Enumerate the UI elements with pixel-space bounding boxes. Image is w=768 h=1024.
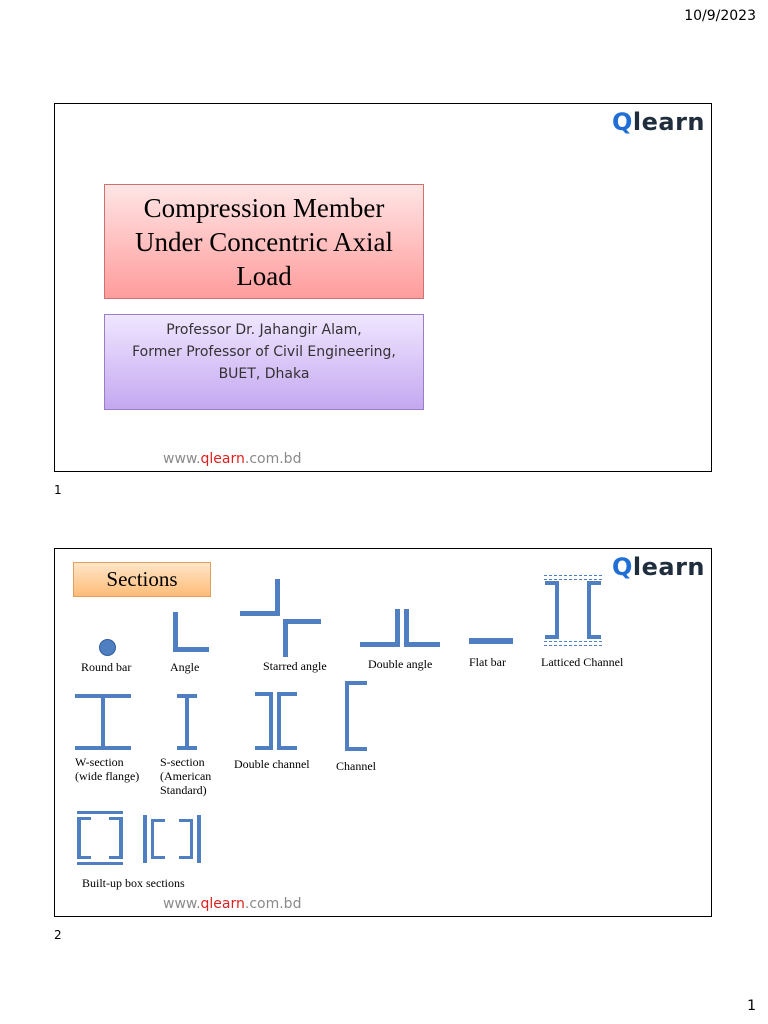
page-number: 1 bbox=[747, 998, 756, 1014]
angle-label: Angle bbox=[170, 660, 200, 674]
slide-number-2: 2 bbox=[54, 928, 62, 942]
qlearn-logo: Qlearn bbox=[611, 553, 705, 581]
author-box: Professor Dr. Jahangir Alam, Former Prof… bbox=[104, 314, 424, 410]
round-bar-label: Round bar bbox=[81, 660, 132, 674]
sections-heading: Sections bbox=[73, 562, 211, 597]
flat-bar-icon bbox=[469, 638, 513, 644]
channel-label: Channel bbox=[336, 759, 376, 773]
website-link[interactable]: www.qlearn.com.bd bbox=[163, 451, 302, 467]
latticed-channel-label: Latticed Channel bbox=[541, 655, 624, 669]
starred-angle-label: Starred angle bbox=[263, 659, 327, 673]
round-bar-icon bbox=[99, 639, 116, 656]
qlearn-logo: Qlearn bbox=[611, 108, 705, 136]
slide-title: Compression Member Under Concentric Axia… bbox=[104, 184, 424, 299]
box-sections-label: Built-up box sections bbox=[82, 876, 185, 890]
w-section-label: W-section (wide flange) bbox=[75, 755, 140, 783]
s-section-label: S-section (American Standard) bbox=[160, 755, 212, 797]
double-channel-label: Double channel bbox=[234, 757, 310, 771]
double-angle-label: Double angle bbox=[368, 657, 433, 671]
slide-2: Qlearn Sections Round bar Angle Starred … bbox=[54, 548, 712, 917]
slide-number-1: 1 bbox=[54, 483, 62, 497]
page-date: 10/9/2023 bbox=[684, 8, 756, 24]
flat-bar-label: Flat bar bbox=[469, 655, 506, 669]
slide-1: Qlearn Compression Member Under Concentr… bbox=[54, 103, 712, 472]
website-link[interactable]: www.qlearn.com.bd bbox=[163, 896, 302, 912]
